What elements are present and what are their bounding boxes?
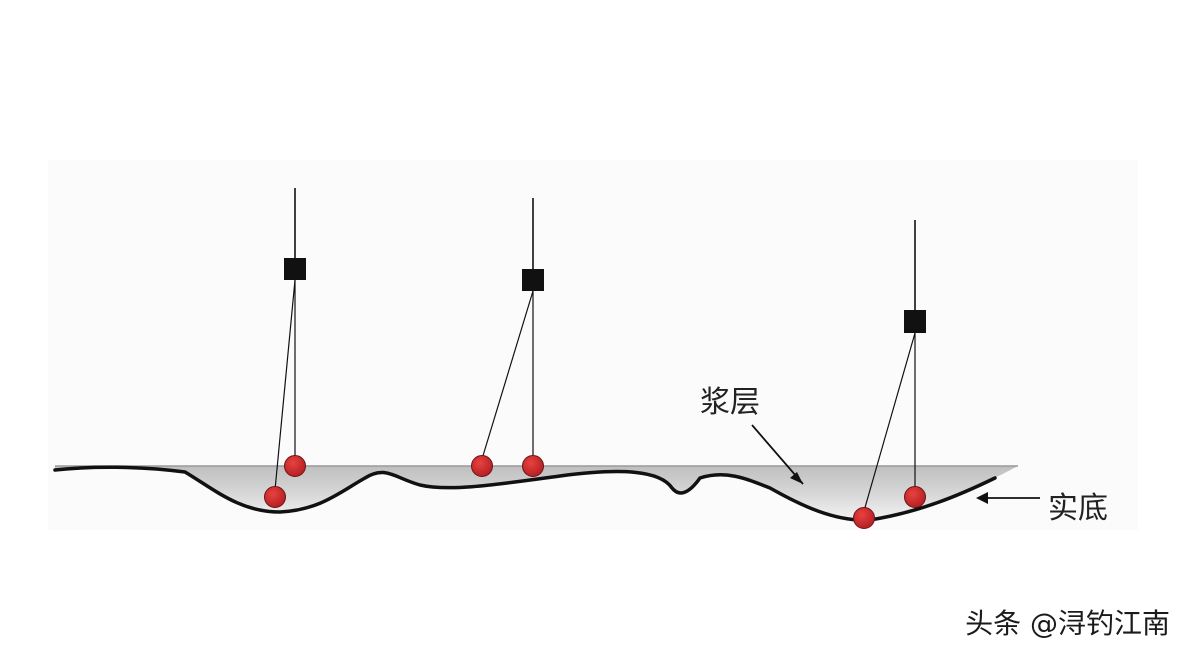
watermark: 头条 @浔钓江南 (965, 607, 1170, 640)
real-bottom-label: 实底 (1048, 491, 1108, 526)
bait-ball (522, 455, 544, 477)
float-body (522, 269, 544, 291)
bait-ball (284, 455, 306, 477)
main-line (863, 332, 916, 512)
mud-layer-label: 浆层 (700, 385, 760, 420)
bait-ball (471, 455, 493, 477)
bait-ball (904, 486, 926, 508)
real-bottom-arrowhead (976, 492, 988, 504)
float-body (284, 258, 306, 280)
bait-ball (264, 486, 286, 508)
main-line (274, 279, 296, 491)
real-bottom-curve (53, 465, 997, 522)
main-line (481, 290, 534, 460)
rig-3 (853, 220, 926, 529)
rig-1 (264, 188, 306, 508)
float-body (904, 310, 926, 333)
mud-layer (55, 466, 1018, 521)
rig-2 (471, 198, 544, 477)
bait-ball (853, 507, 875, 529)
mud-layer-arrowhead (790, 472, 803, 484)
